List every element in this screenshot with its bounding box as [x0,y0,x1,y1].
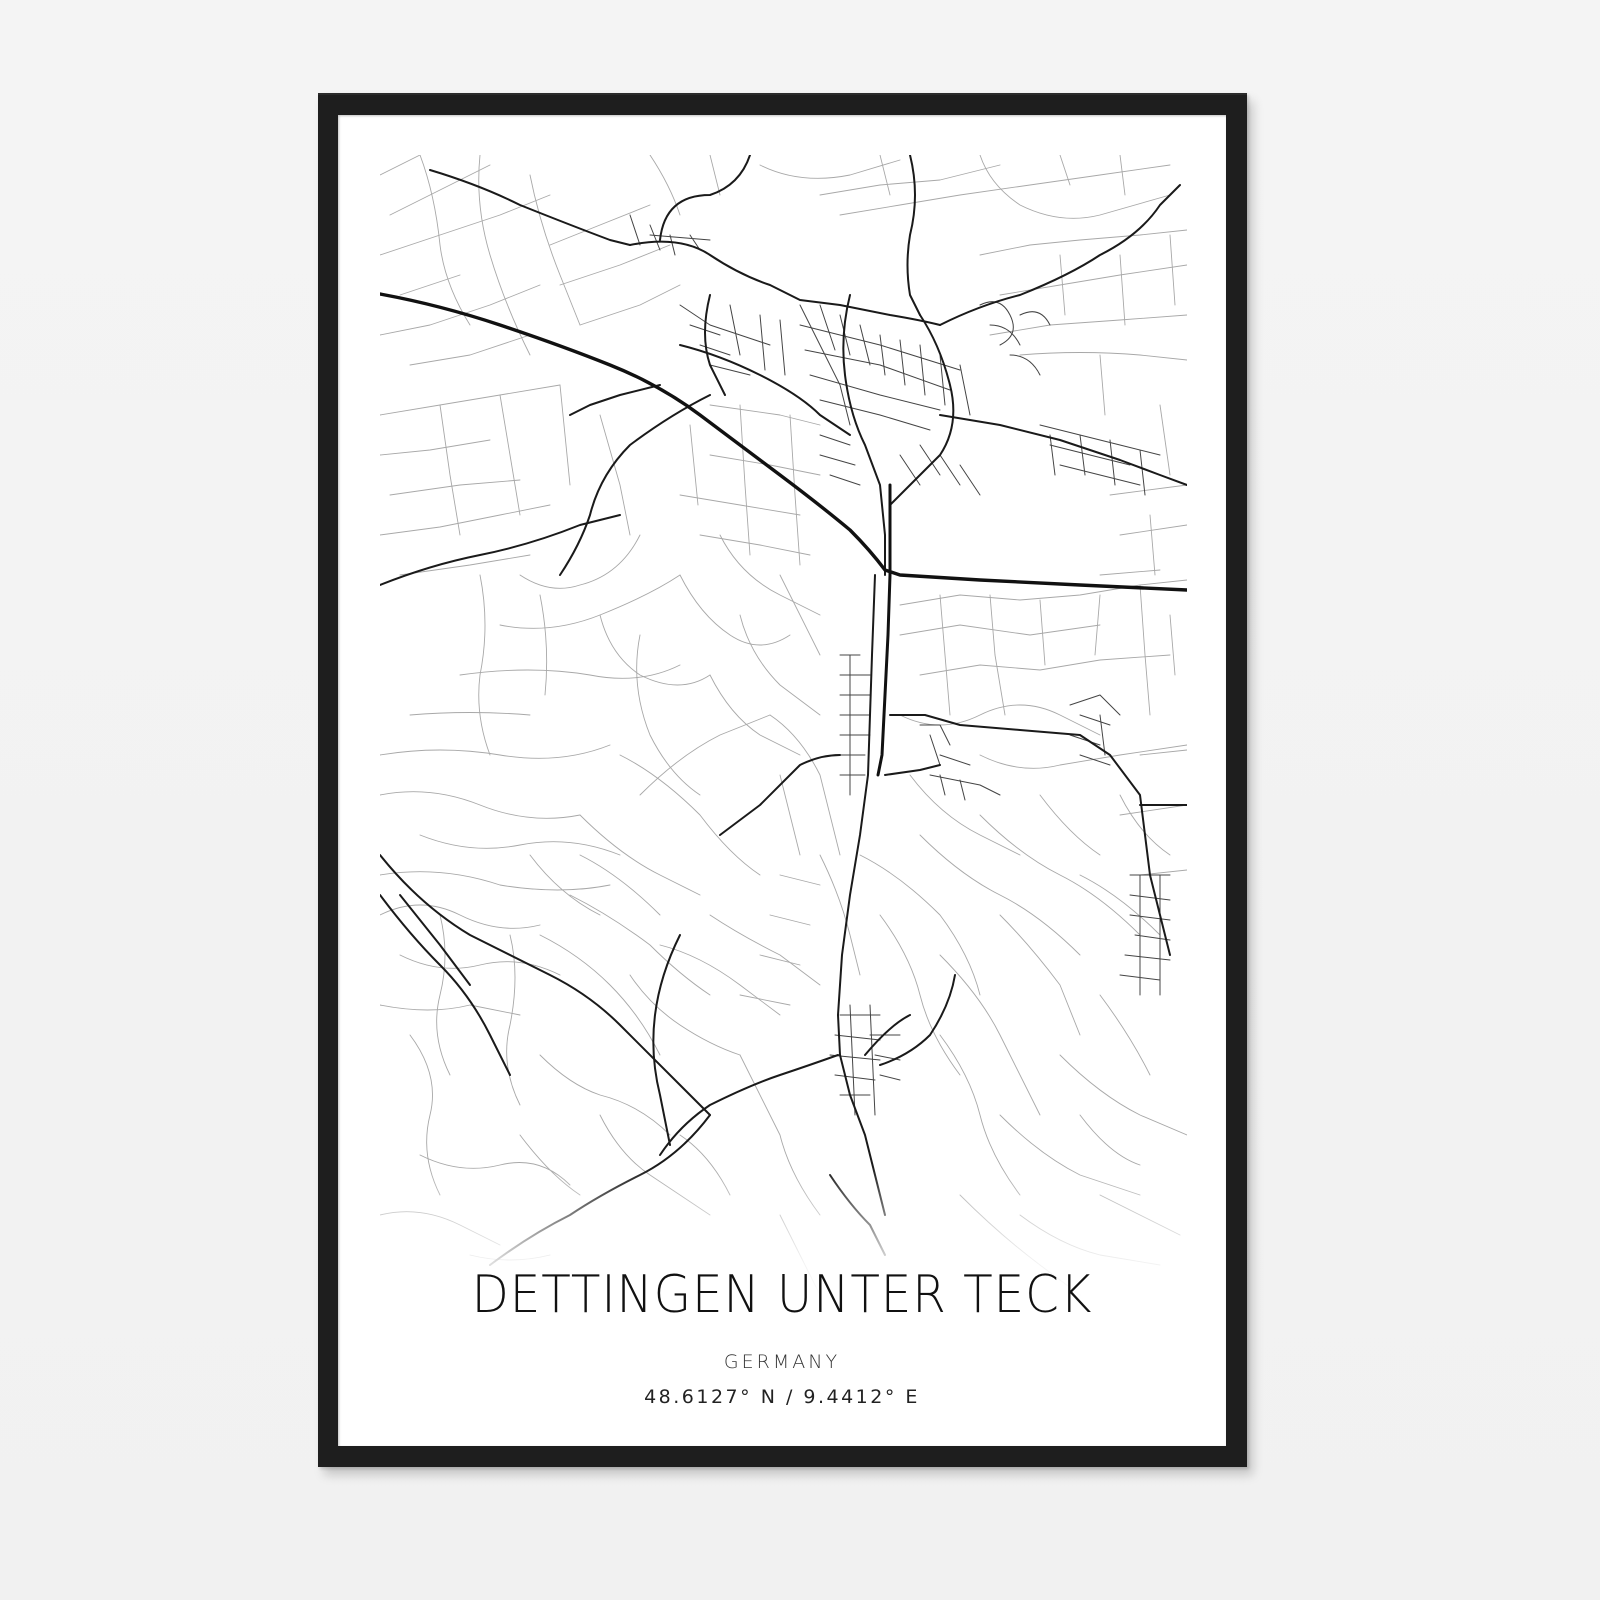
road-network-graphic [380,155,1187,1296]
poster-mat: DETTINGEN UNTER TECK GERMANY 48.6127° N … [338,115,1226,1446]
coordinates-label: 48.6127° N / 9.4412° E [644,1386,920,1408]
street-map [380,155,1187,1305]
major-roads [380,155,1187,1266]
country-label: GERMANY [723,1351,841,1373]
federal-road-b465 [876,483,892,777]
poster-frame: DETTINGEN UNTER TECK GERMANY 48.6127° N … [318,93,1247,1467]
city-title: DETTINGEN UNTER TECK [471,1265,1093,1325]
urban-streets [629,214,1171,1116]
motorway-a8 [380,292,1187,592]
